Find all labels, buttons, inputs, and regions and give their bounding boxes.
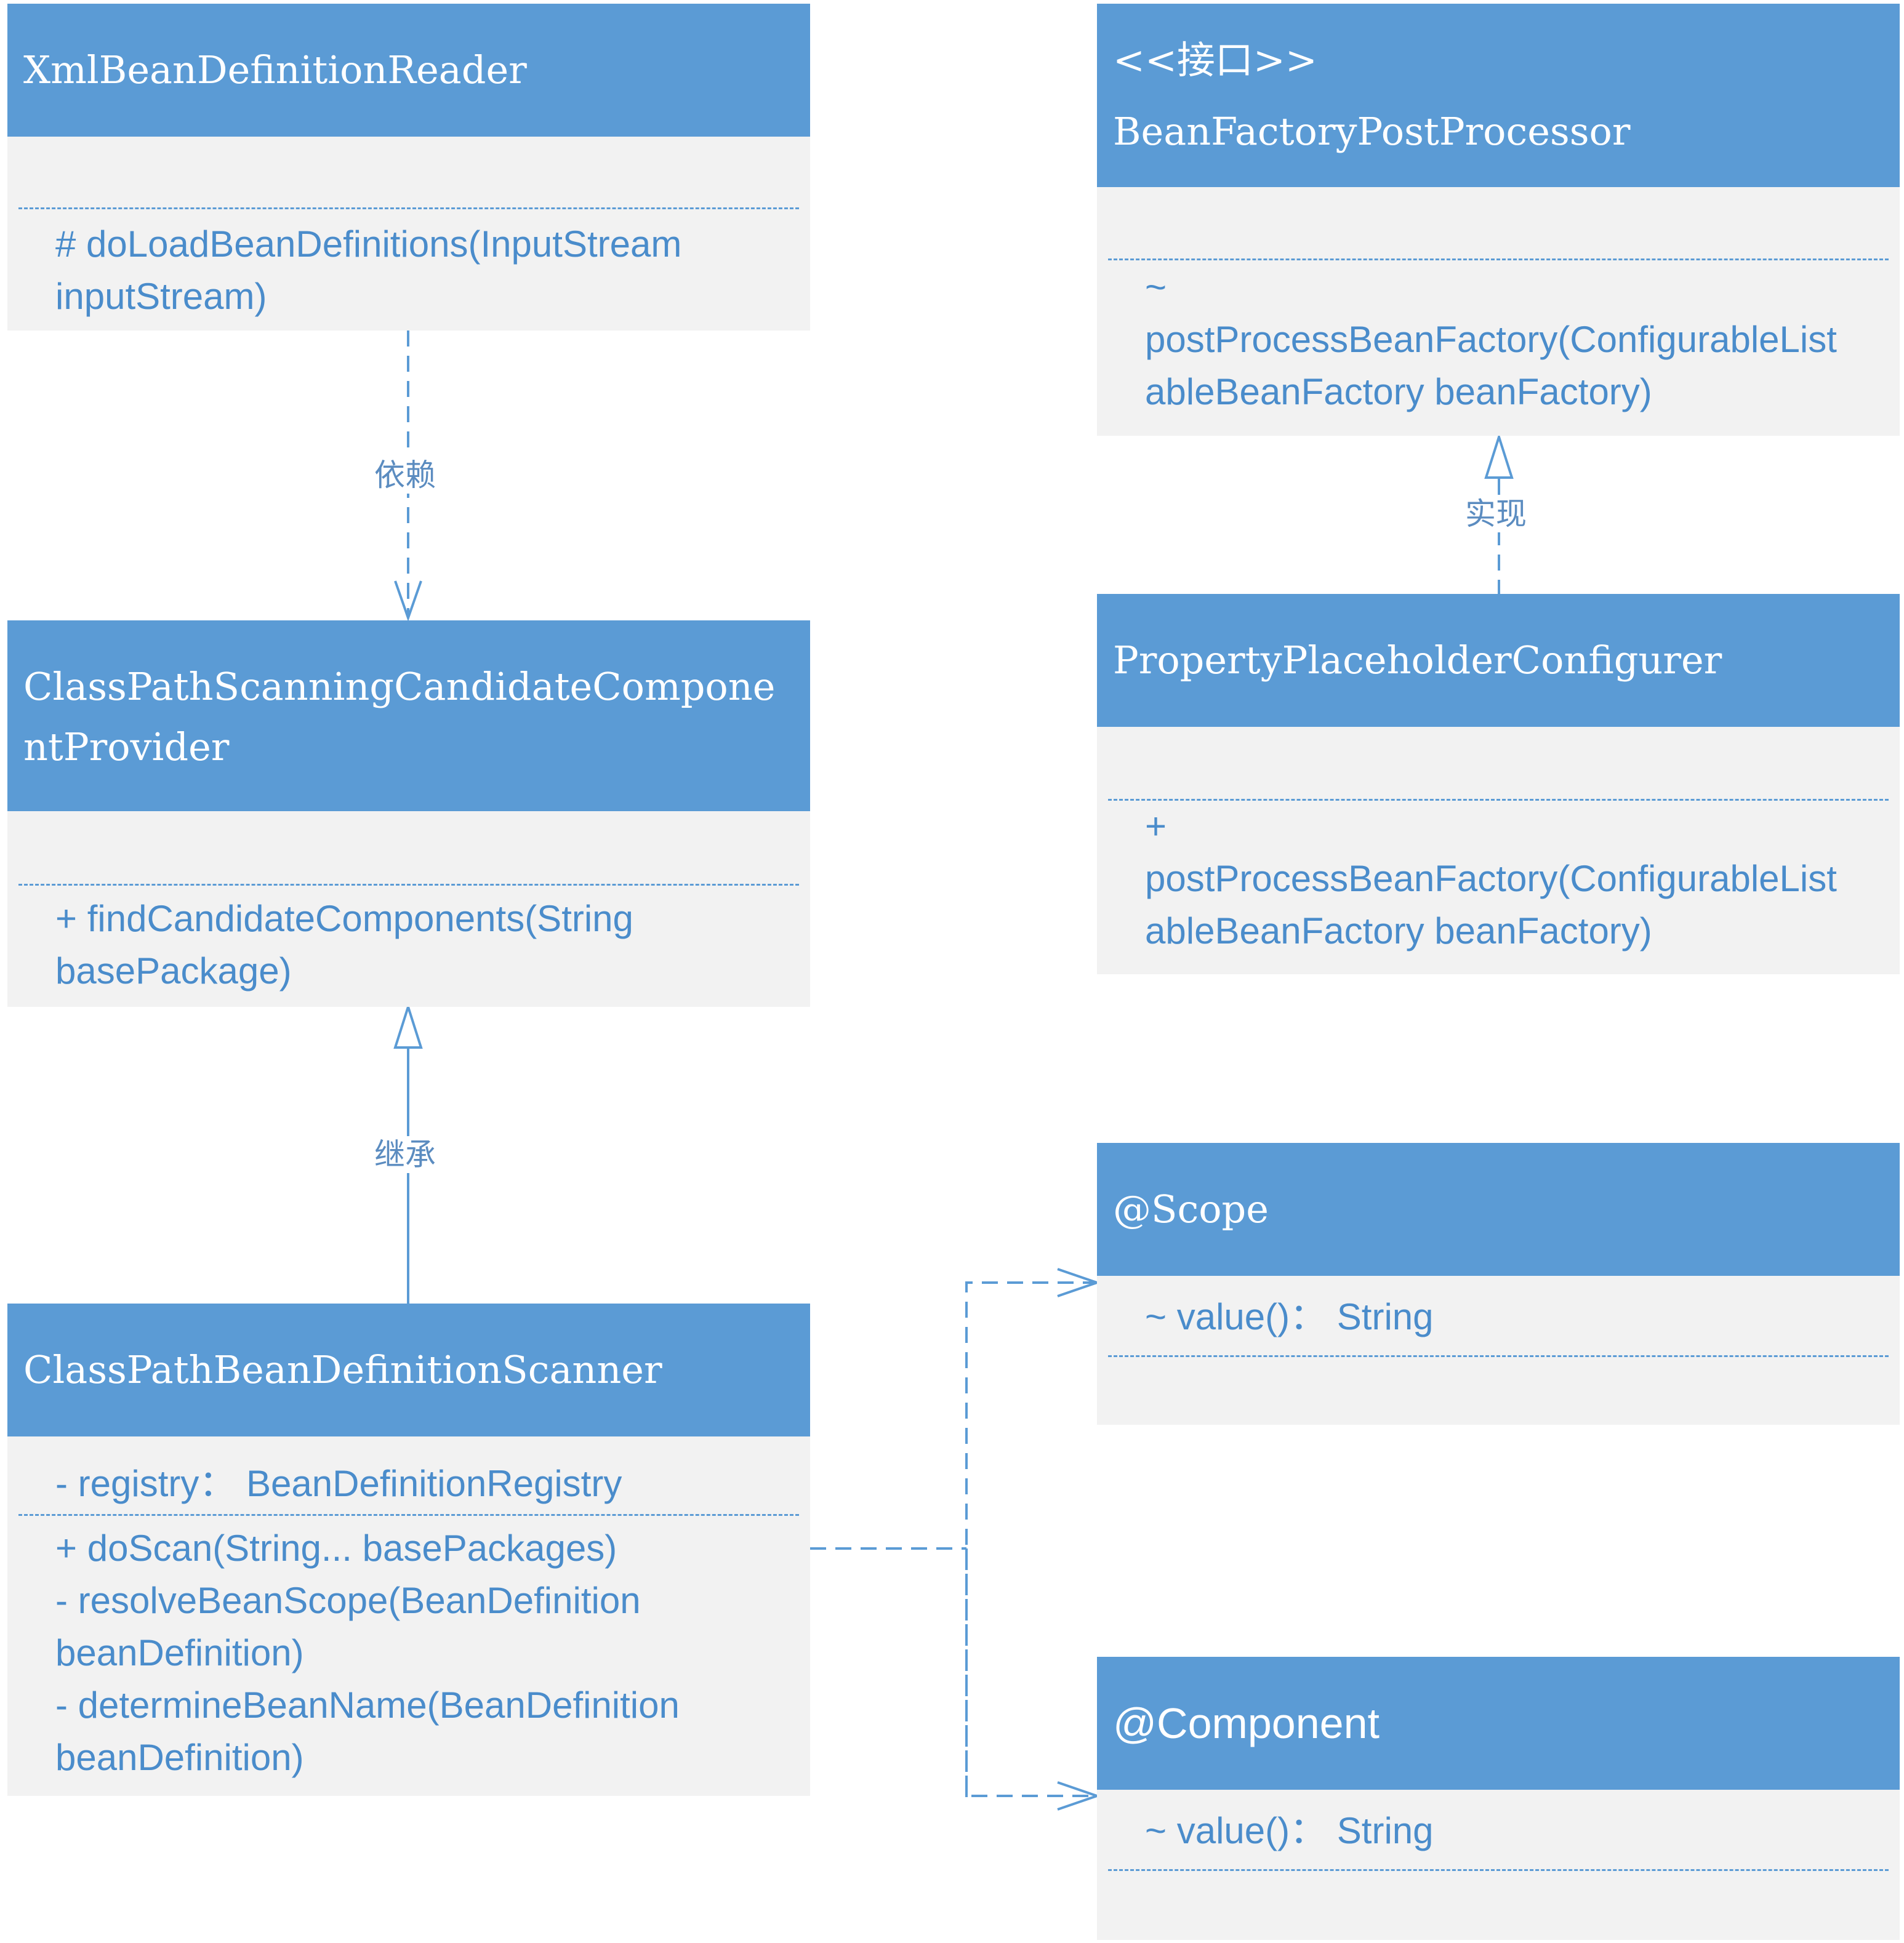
realization-label: 实现 <box>1463 495 1529 532</box>
class-header: XmlBeanDefinitionReader <box>7 4 810 137</box>
component-link <box>965 1548 1097 1797</box>
field-list: ~ value()： String <box>1145 1805 1885 1857</box>
section-divider <box>18 1514 799 1516</box>
scope-link <box>965 1281 1097 1797</box>
section-divider <box>1108 258 1889 260</box>
class-name: PropertyPlaceholderConfigurer <box>1113 638 1722 683</box>
class-header: PropertyPlaceholderConfigurer <box>1097 594 1900 727</box>
class-name-line: ntProvider <box>23 724 230 769</box>
method-list: + doScan(String... basePackages) - resol… <box>55 1522 795 1784</box>
method-line: beanDefinition) <box>55 1737 304 1778</box>
section-divider <box>1108 799 1889 801</box>
section-divider <box>18 884 799 886</box>
class-name: ClassPathBeanDefinitionScanner <box>23 1347 662 1392</box>
method-line: + <box>1145 806 1167 847</box>
section-divider <box>18 207 799 209</box>
field-line: ~ value()： String <box>1145 1296 1434 1337</box>
class-header: ClassPathScanningCandidateCompone ntProv… <box>7 620 810 811</box>
class-name: XmlBeanDefinitionReader <box>23 47 527 92</box>
field-list: ~ value()： String <box>1145 1291 1885 1343</box>
realization-arrowhead <box>1484 433 1514 479</box>
method-line: ableBeanFactory beanFactory) <box>1145 371 1652 412</box>
method-list: # doLoadBeanDefinitions(InputStream inpu… <box>55 218 795 322</box>
method-line: - resolveBeanScope(BeanDefinition <box>55 1580 641 1621</box>
annotation-component[interactable]: @Component ~ value()： String <box>1097 1657 1900 1940</box>
field-line: - registry： BeanDefinitionRegistry <box>55 1463 622 1504</box>
field-line: ~ value()： String <box>1145 1810 1434 1851</box>
annotation-name: @Scope <box>1113 1187 1269 1232</box>
method-line: - determineBeanName(BeanDefinition <box>55 1685 680 1726</box>
field-list: - registry： BeanDefinitionRegistry <box>55 1457 795 1510</box>
method-line: basePackage) <box>55 950 292 992</box>
method-list: + findCandidateComponents(String basePac… <box>55 892 795 997</box>
interface-bean-factory-post-processor[interactable]: <<接口>> BeanFactoryPostProcessor ~ postPr… <box>1097 4 1900 436</box>
method-line: # doLoadBeanDefinitions(InputStream <box>55 223 682 265</box>
method-line: ~ <box>1145 266 1167 308</box>
stereotype: <<接口>> <box>1113 38 1317 82</box>
annotation-name: @Component <box>1113 1699 1380 1747</box>
class-header: ClassPathBeanDefinitionScanner <box>7 1304 810 1436</box>
method-line: + doScan(String... basePackages) <box>55 1528 617 1569</box>
class-candidate-component-provider[interactable]: ClassPathScanningCandidateCompone ntProv… <box>7 620 810 1007</box>
annotation-scope[interactable]: @Scope ~ value()： String <box>1097 1143 1900 1425</box>
dependency-label: 依赖 <box>372 457 438 494</box>
inheritance-label: 继承 <box>372 1136 438 1173</box>
dependency-arrowhead <box>394 580 422 622</box>
section-divider <box>1108 1355 1889 1357</box>
section-divider <box>1108 1869 1889 1871</box>
class-name: BeanFactoryPostProcessor <box>1113 109 1631 154</box>
method-line: beanDefinition) <box>55 1632 304 1673</box>
inheritance-arrowhead <box>393 1003 423 1049</box>
class-bean-definition-scanner[interactable]: ClassPathBeanDefinitionScanner - registr… <box>7 1304 810 1796</box>
class-xml-bean-definition-reader[interactable]: XmlBeanDefinitionReader # doLoadBeanDefi… <box>7 4 810 331</box>
method-line: postProcessBeanFactory(ConfigurableList <box>1145 858 1837 899</box>
class-header: @Scope <box>1097 1143 1900 1276</box>
method-line: + findCandidateComponents(String <box>55 898 633 939</box>
class-name-line: ClassPathScanningCandidateCompone <box>23 664 776 709</box>
method-line: postProcessBeanFactory(ConfigurableList <box>1145 319 1837 360</box>
method-list: + postProcessBeanFactory(ConfigurableLis… <box>1145 800 1885 957</box>
class-header: @Component <box>1097 1657 1900 1790</box>
method-list: ~ postProcessBeanFactory(ConfigurableLis… <box>1145 261 1885 418</box>
class-header: <<接口>> BeanFactoryPostProcessor <box>1097 4 1900 187</box>
method-line: ableBeanFactory beanFactory) <box>1145 910 1652 951</box>
class-property-placeholder-configurer[interactable]: PropertyPlaceholderConfigurer + postProc… <box>1097 594 1900 974</box>
method-line: inputStream) <box>55 276 267 317</box>
